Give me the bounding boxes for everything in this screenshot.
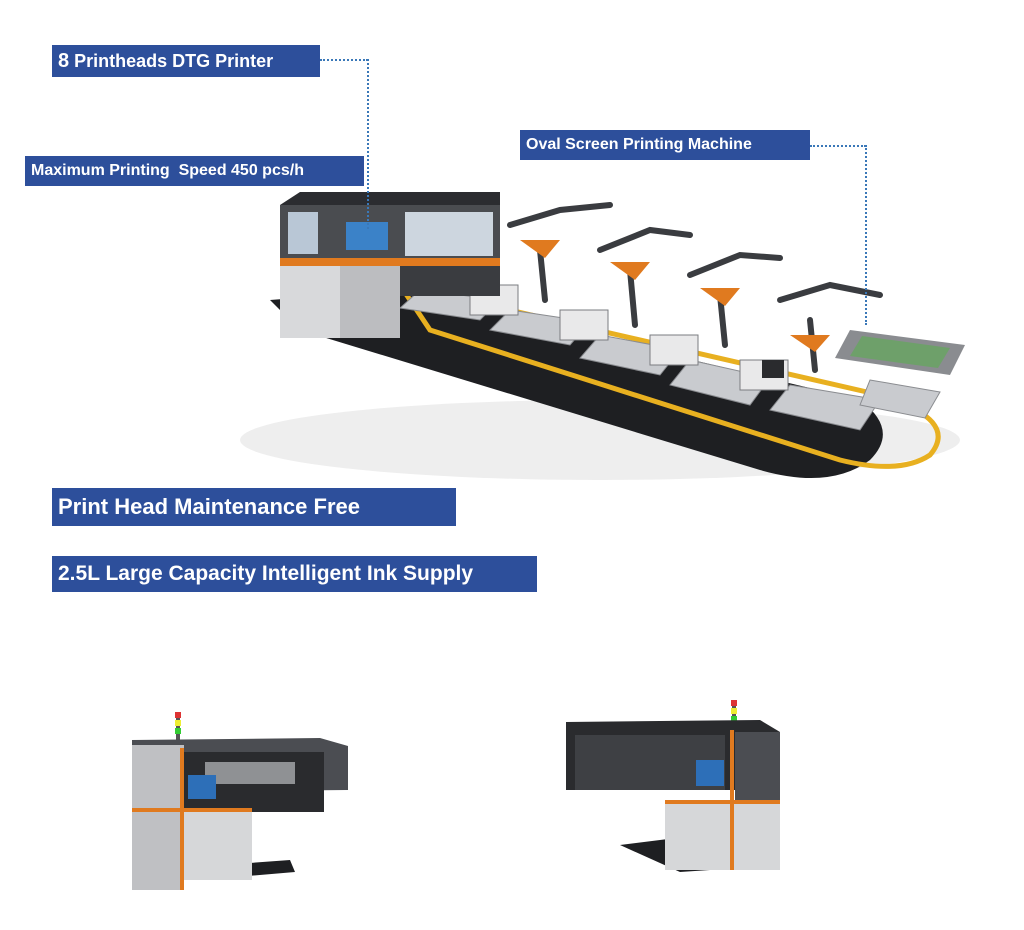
leader-line-oval-vertical: [865, 145, 867, 325]
label-printing-speed: Maximum Printing Speed 450 pcs/h: [25, 156, 364, 186]
leader-line-printheads: [320, 59, 368, 61]
label-printheads: 8 Printheads DTG Printer: [52, 45, 320, 77]
label-oval-screen-printing: Oval Screen Printing Machine: [520, 130, 810, 160]
printing-speed-text: Maximum Printing Speed 450 pcs/h: [31, 162, 304, 179]
maintenance-text: Print Head Maintenance Free: [58, 494, 360, 519]
printheads-text: Printheads DTG Printer: [74, 50, 274, 71]
ink-supply-text: 2.5L Large Capacity Intelligent Ink Supp…: [58, 562, 474, 585]
leader-line-printheads-vertical: [367, 59, 369, 229]
oval-machine-text: Oval Screen Printing Machine: [526, 136, 752, 153]
label-ink-supply: 2.5L Large Capacity Intelligent Ink Supp…: [52, 556, 537, 592]
printheads-count: 8: [58, 49, 70, 72]
label-maintenance-free: Print Head Maintenance Free: [52, 488, 456, 526]
leader-line-oval: [810, 145, 866, 147]
